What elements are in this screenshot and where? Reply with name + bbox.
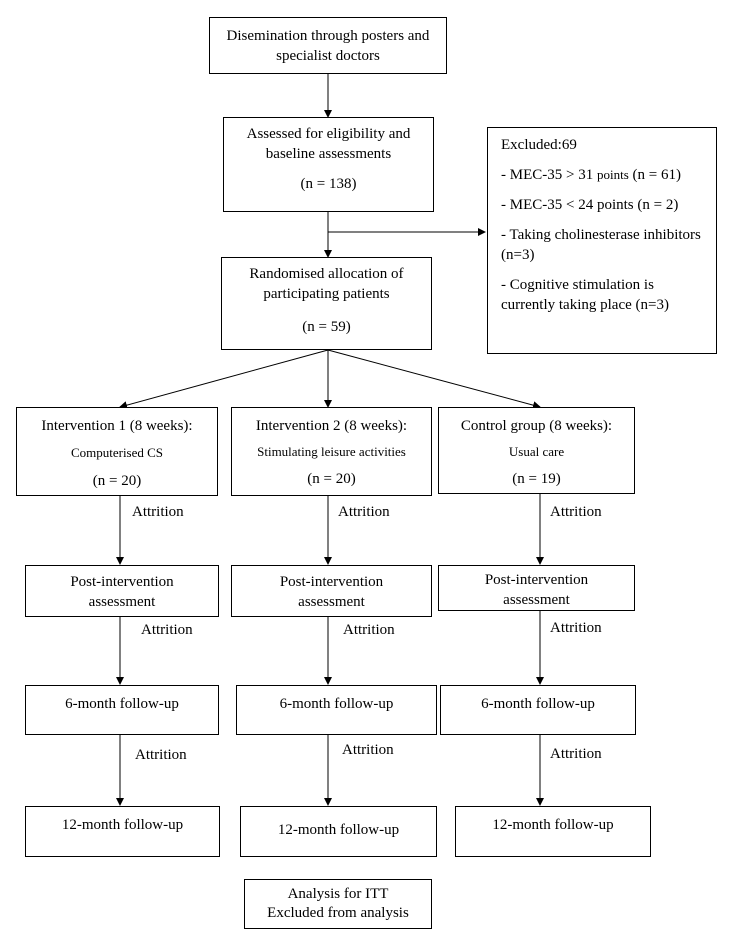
- excluded-item-1-pre: - MEC-35 > 31: [501, 167, 597, 183]
- dissemination-box: Disemination through posters and special…: [209, 17, 447, 74]
- group-3-title: Control group (8 weeks):: [460, 418, 613, 434]
- randomised-line2: participating patients: [263, 286, 390, 302]
- excluded-item-4-line1: - Cognitive stimulation is: [501, 277, 654, 293]
- arrow-randomised-to-group1: [119, 349, 329, 410]
- group-box-intervention-1: Intervention 1 (8 weeks): Computerised C…: [16, 407, 218, 496]
- attrition-label-1a: Attrition: [132, 504, 184, 520]
- attrition-label-1c: Attrition: [135, 747, 187, 763]
- followup-6m-2-label: 6-month follow-up: [279, 696, 394, 712]
- group-1-n: (n = 20): [92, 473, 142, 489]
- attrition-label-3c: Attrition: [550, 746, 602, 762]
- followup-12m-box-2: 12-month follow-up: [240, 806, 437, 857]
- randomised-box: Randomised allocation of participating p…: [221, 257, 432, 350]
- post-2-line1: Post-intervention: [279, 574, 384, 590]
- excluded-item-3-line2: (n=3): [501, 247, 535, 263]
- attrition-label-3a: Attrition: [550, 504, 602, 520]
- post-1-line2: assessment: [88, 594, 156, 610]
- post-1-line1: Post-intervention: [70, 574, 174, 590]
- excluded-item-1-unit: points: [596, 167, 629, 182]
- group-2-n: (n = 20): [307, 471, 356, 487]
- group-box-intervention-2: Intervention 2 (8 weeks): Stimulating le…: [231, 407, 432, 496]
- eligibility-box: Assessed for eligibility and baseline as…: [223, 117, 434, 212]
- followup-12m-1-label: 12-month follow-up: [61, 817, 184, 833]
- followup-12m-2-label: 12-month follow-up: [277, 822, 400, 838]
- post-box-1: Post-intervention assessment: [25, 565, 219, 617]
- attrition-label-2c: Attrition: [342, 742, 394, 758]
- attrition-label-3b: Attrition: [550, 620, 602, 636]
- excluded-item-2: - MEC-35 < 24 points (n = 2): [501, 197, 679, 213]
- followup-6m-box-2: 6-month follow-up: [236, 685, 437, 735]
- analysis-box: Analysis for ITT Excluded from analysis: [244, 879, 432, 929]
- analysis-line2: Excluded from analysis: [267, 905, 409, 921]
- excluded-box: Excluded:69 - MEC-35 > 31 points (n = 61…: [487, 127, 717, 354]
- randomised-line1: Randomised allocation of: [249, 266, 404, 282]
- followup-12m-box-3: 12-month follow-up: [455, 806, 651, 857]
- excluded-item-4-line2: currently taking place (n=3): [501, 297, 669, 313]
- followup-12m-box-1: 12-month follow-up: [25, 806, 220, 857]
- followup-6m-3-label: 6-month follow-up: [481, 696, 595, 712]
- excluded-item-3-line1: - Taking cholinesterase inhibitors: [501, 227, 701, 243]
- randomised-n: (n = 59): [302, 319, 351, 335]
- group-3-n: (n = 19): [512, 471, 561, 487]
- followup-12m-3-label: 12-month follow-up: [492, 817, 614, 833]
- followup-6m-box-3: 6-month follow-up: [440, 685, 636, 735]
- followup-6m-1-label: 6-month follow-up: [65, 696, 179, 712]
- post-2-line2: assessment: [298, 594, 365, 610]
- post-3-line1: Post-intervention: [484, 572, 589, 588]
- post-3-line2: assessment: [503, 592, 570, 608]
- group-2-title: Intervention 2 (8 weeks):: [255, 418, 408, 434]
- group-2-desc: Stimulating leisure activities: [257, 444, 406, 459]
- arrow-randomised-to-group3: [327, 349, 541, 410]
- excluded-title: Excluded:69: [501, 137, 577, 153]
- excluded-item-1: - MEC-35 > 31 points (n = 61): [501, 166, 681, 184]
- group-box-control: Control group (8 weeks): Usual care (n =…: [438, 407, 635, 494]
- attrition-label-2b: Attrition: [343, 622, 395, 638]
- eligibility-line2: baseline assessments: [265, 146, 392, 162]
- post-box-2: Post-intervention assessment: [231, 565, 432, 617]
- group-3-desc: Usual care: [508, 444, 565, 459]
- post-box-3: Post-intervention assessment: [438, 565, 635, 611]
- group-1-title: Intervention 1 (8 weeks):: [41, 418, 193, 434]
- eligibility-line1: Assessed for eligibility and: [246, 126, 411, 142]
- analysis-line1: Analysis for ITT: [287, 886, 389, 902]
- attrition-label-1b: Attrition: [141, 622, 193, 638]
- dissemination-line2: specialist doctors: [276, 48, 380, 64]
- excluded-item-1-post: (n = 61): [628, 167, 681, 183]
- dissemination-line1: Disemination through posters and: [226, 28, 430, 44]
- followup-6m-box-1: 6-month follow-up: [25, 685, 219, 735]
- group-1-desc: Computerised CS: [70, 445, 164, 460]
- attrition-label-2a: Attrition: [338, 504, 390, 520]
- eligibility-n: (n = 138): [300, 176, 357, 192]
